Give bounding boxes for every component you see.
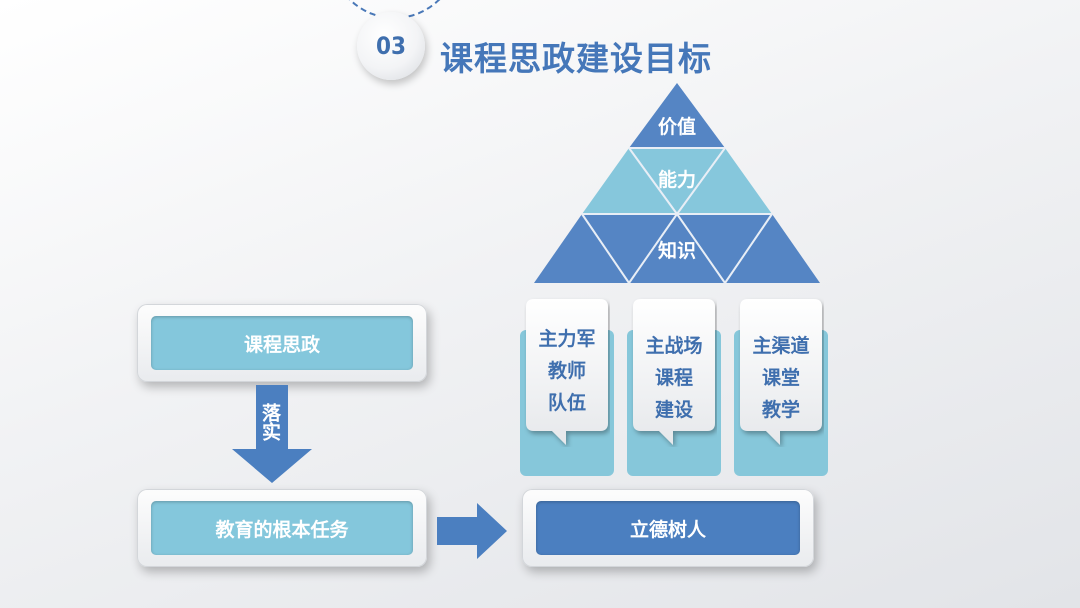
pyramid-grid-lines — [581, 147, 773, 284]
pyramid-diagram: 价值 能力 知识 — [534, 83, 820, 284]
pyramid-label-ability: 能力 — [658, 168, 696, 191]
fundamental-task-box: 教育的根本任务 — [151, 501, 413, 555]
arrow-label: 落实 — [259, 403, 281, 441]
pillar-line: 课堂 — [761, 367, 800, 389]
pillar-line: 队伍 — [547, 392, 586, 414]
pillar-card-classroom: 主渠道 课堂 教学 — [738, 297, 824, 447]
speech-bubble-shape — [526, 299, 608, 445]
speech-bubble-shape — [633, 299, 715, 445]
right-arrow-icon — [437, 503, 507, 559]
page-title: 课程思政建设目标 — [440, 39, 712, 78]
top-box-panel: 课程思政 — [137, 304, 427, 382]
pillar-card-teachers: 主力军 教师 队伍 — [524, 297, 610, 447]
pillar-line: 主力军 — [538, 328, 596, 350]
pillar-line: 课程 — [654, 367, 693, 389]
pyramid-level-value — [629, 83, 725, 148]
section-number: 03 — [375, 32, 407, 60]
pyramid-level-knowledge — [534, 214, 820, 283]
pillar-card-curriculum: 主战场 课程 建设 — [631, 297, 717, 447]
moral-education-box: 立德树人 — [536, 501, 800, 555]
pillar-line: 建设 — [654, 399, 693, 421]
bottom-box-panel: 教育的根本任务 — [137, 489, 427, 567]
pillar-line: 主渠道 — [752, 335, 810, 357]
section-number-badge: 03 — [357, 12, 425, 80]
speech-bubble-shape — [740, 299, 822, 445]
pyramid-level-ability — [582, 148, 772, 214]
pyramid-label-knowledge: 知识 — [658, 239, 696, 262]
pillar-line: 教师 — [547, 360, 586, 382]
result-box-panel: 立德树人 — [522, 489, 814, 567]
pyramid-label-value: 价值 — [658, 115, 696, 138]
pillar-line: 主战场 — [645, 335, 703, 357]
pillar-line: 教学 — [761, 399, 800, 421]
course-ideology-box: 课程思政 — [151, 316, 413, 370]
down-arrow-icon — [232, 385, 312, 483]
